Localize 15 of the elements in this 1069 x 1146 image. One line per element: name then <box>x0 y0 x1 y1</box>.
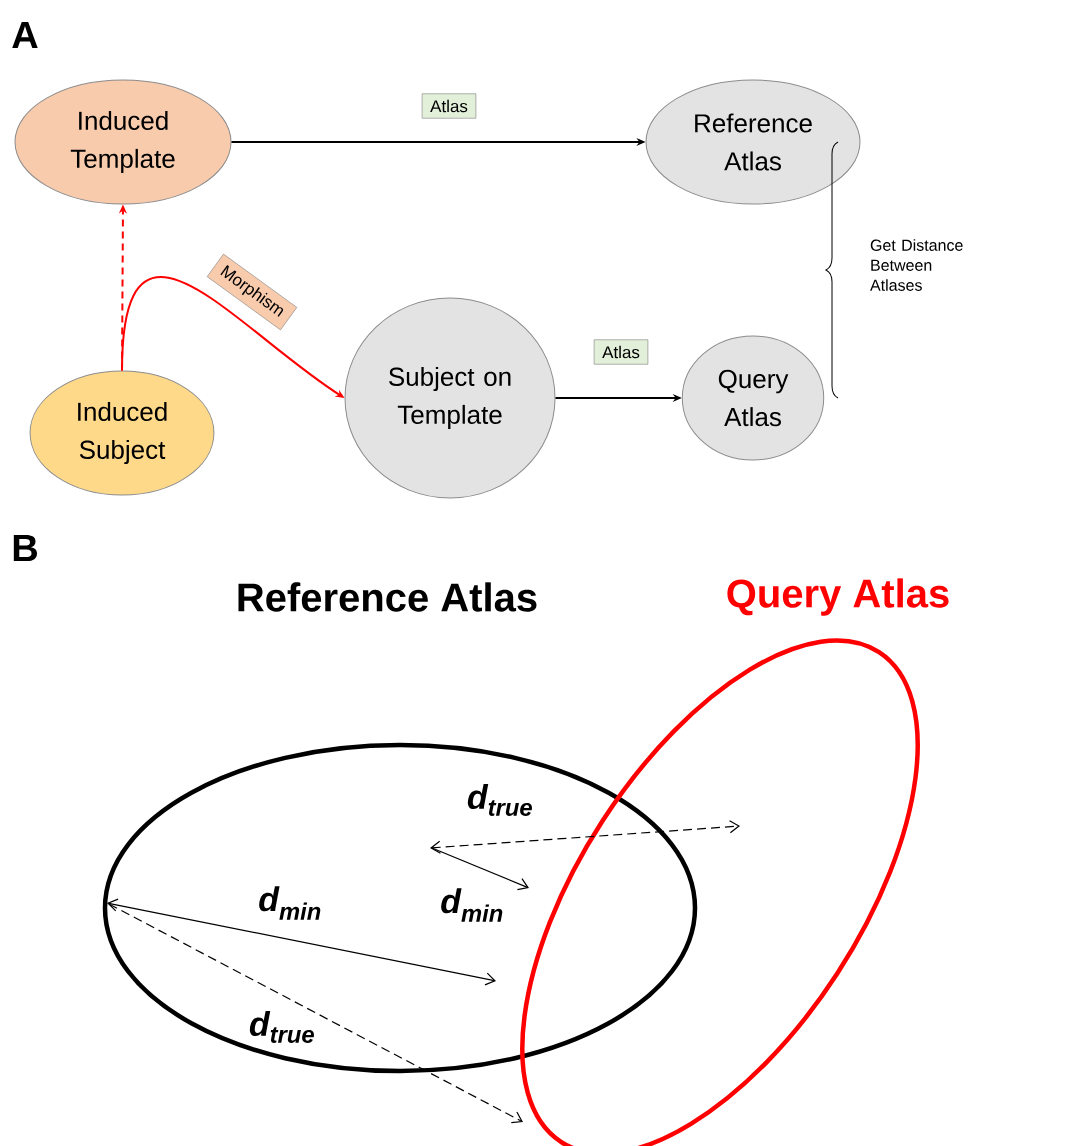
distance-label: d$_{min}$ <box>441 888 503 922</box>
edge-label: Atlas <box>421 93 477 119</box>
panel-letter: B <box>13 534 37 562</box>
ellipse-node: Induced Template <box>14 79 232 205</box>
heading: Reference Atlas <box>238 582 537 612</box>
edge-label: Atlas <box>593 339 649 365</box>
ellipse-node: Subject on Template <box>344 297 556 499</box>
ellipse-node: Induced Subject <box>29 370 215 496</box>
ellipse-node: Reference Atlas <box>645 79 861 205</box>
annotation-text: Get Distance Between Atlases <box>870 239 963 291</box>
ellipse-node: Query Atlas <box>681 335 825 461</box>
distance-label: d$_{true}$ <box>467 784 532 816</box>
distance-label: d$_{min}$ <box>259 886 321 920</box>
distance-label: d$_{true}$ <box>249 1011 314 1043</box>
heading: Query Atlas <box>727 578 949 616</box>
